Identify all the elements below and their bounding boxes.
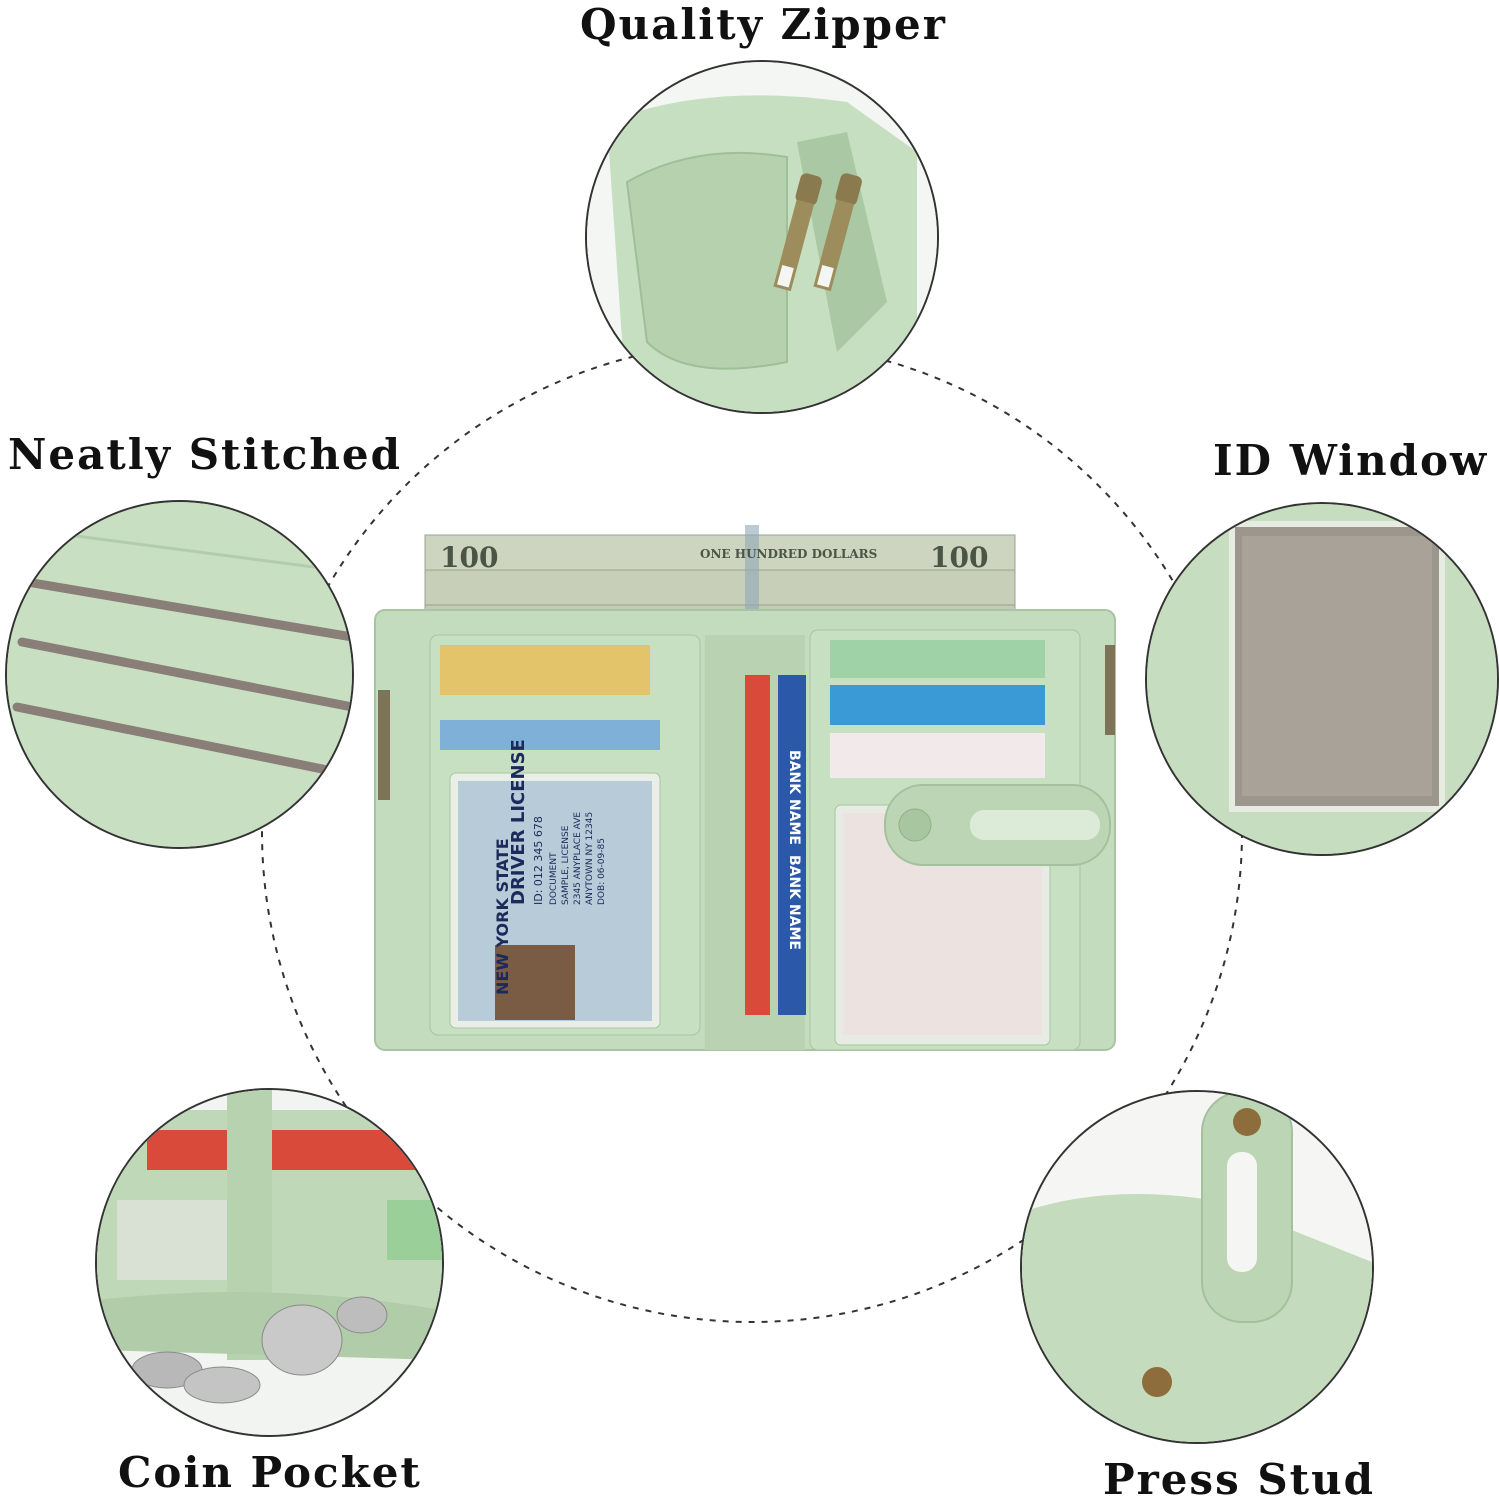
license-line-4: ANYTOWN NY 12345	[585, 812, 595, 905]
license-line-5: DOB: 06-09-85	[597, 838, 607, 905]
bill-text: ONE HUNDRED DOLLARS	[700, 547, 877, 561]
label-press-stud: Press Stud	[1103, 1455, 1375, 1504]
stitching-detail-image	[5, 500, 354, 849]
press-stud-detail-image	[1020, 1090, 1374, 1444]
license-id: ID: 012 345 678	[532, 816, 545, 905]
bill-denomination: 100	[440, 541, 498, 574]
label-quality-zipper: Quality Zipper	[580, 0, 947, 49]
label-id-window: ID Window	[1213, 436, 1489, 485]
label-coin-pocket: Coin Pocket	[118, 1448, 422, 1497]
coin-pocket-detail-image	[95, 1088, 444, 1437]
license-line-1: DOCUMENT	[549, 852, 559, 905]
license-line-2: SAMPLE, LICENSE	[561, 825, 571, 905]
label-neatly-stitched: Neatly Stitched	[8, 430, 402, 479]
license-title: DRIVER LICENSE	[508, 739, 529, 905]
license-state: NEW YORK STATE	[493, 838, 512, 995]
license-line-3: 2345 ANYPLACE AVE	[573, 812, 583, 905]
id-window-detail-image	[1145, 502, 1499, 856]
wallet-main-image: ONE HUNDRED DOLLARS 100 100 NEW YORK STA…	[370, 525, 1150, 1085]
card-text-top: BANK NAME	[786, 750, 802, 845]
zipper-detail-image	[585, 60, 939, 414]
card-text-bottom: BANK NAME	[786, 855, 802, 950]
bill-denomination-right: 100	[930, 541, 988, 574]
